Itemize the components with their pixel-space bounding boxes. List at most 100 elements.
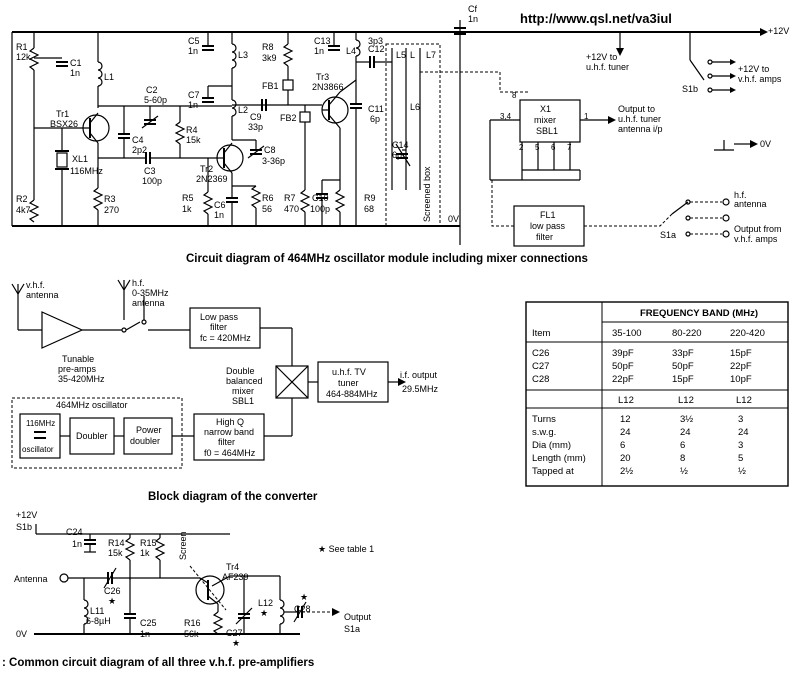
label-preamp-ground: 0V [16,629,27,639]
label-C12: C12 [368,44,385,54]
table-cell: 15pF [730,348,752,359]
label-C26-star: ★ [108,596,116,606]
low-pass-filter-box [189,307,261,349]
resistor-R2 [28,199,40,223]
resistor-R5 [202,191,214,215]
resistor-R7 [299,189,311,213]
label-C4-value: 2p2 [132,145,147,155]
caption-block: Block diagram of the converter [148,491,318,503]
label-L5: L5 [396,50,406,60]
label-Tr3-type: 2N3866 [312,82,344,92]
label-R16: R16 [184,618,201,628]
tuner-supply-arrow [616,48,624,56]
label-C3-value: 100p [142,176,162,186]
table-cell: Tapped at [532,466,574,477]
label-preamps-b: pre-amps [58,364,97,374]
filter-FL1 [513,205,585,247]
supply-label: +12V [768,26,789,36]
arrow [730,73,736,79]
label-R7-value: 470 [284,204,299,214]
label-C28: C28 [294,604,311,614]
label-tuner-a: u.h.f. TV [332,367,366,377]
switch-contact [707,73,713,79]
label-ground: 0V [448,214,459,224]
label-bpf-d: f0 = 464MHz [204,448,256,458]
label-L1: L1 [104,72,114,82]
table-cell: 39pF [612,348,634,359]
trimmer-arrow [141,115,159,129]
label-output-c: antenna i/p [618,124,663,134]
table-cell: Length (mm) [532,453,586,464]
label-vhf-output-b: v.h.f. amps [734,234,778,244]
wire [339,79,357,93]
label-FB2: FB2 [280,113,297,123]
table-border [525,301,789,487]
label-L6: L6 [410,102,420,112]
tr1-emitter [89,132,99,144]
label-0V: 0V [760,139,771,149]
label-xtal-b: oscillator [22,445,54,454]
label-R8-value: 3k9 [262,53,277,63]
table-cell: Turns [532,414,556,425]
label-C28-star: ★ [300,592,308,602]
ferrite-bead-FB2 [299,111,311,123]
trimmer-arrow [103,567,117,589]
label-bpf-a: High Q [216,417,244,427]
table-cell: L12 [678,395,694,406]
label-S1a: S1a [660,230,676,240]
table-cell: 33pF [672,348,694,359]
label-C24: C24 [66,527,83,537]
arrow [730,59,736,65]
table-cell: Dia (mm) [532,440,571,451]
ferrite-bead-FB1 [282,79,294,91]
label-C24-value: 1n [72,539,82,549]
label-preamps-a: Tunable [62,354,94,364]
switch-arm [125,321,141,331]
table-cell: 5 [738,453,743,464]
label-vhf-antenna-b: antenna [26,290,59,300]
output-arrow [608,116,616,124]
label-C10: C10 [312,193,329,203]
label-hf-antenna-b: antenna [734,199,767,209]
label-L3: L3 [238,50,248,60]
label-C27-star: ★ [232,638,240,648]
switch-contact [685,231,691,237]
table-cell: 24 [680,427,691,438]
block-diagram: v.h.f. antenna Tunable pre-amps 35-420MH… [11,278,439,469]
connector [722,198,730,206]
table-header-cell: 80-220 [672,328,702,339]
table-cell: 22pF [612,374,634,385]
resistor-R16 [212,611,224,635]
label-C7: C7 [188,90,200,100]
coax-feed [420,71,530,93]
label-X1-type: SBL1 [536,126,558,136]
label-C11-value: 6p [370,114,380,124]
resistor-R9 [334,189,346,213]
label-X1-mixer: mixer [534,115,556,125]
mixer-cross [275,365,309,399]
screen-line [189,565,227,611]
table-title: FREQUENCY BAND (MHz) [640,308,758,319]
tr3-collector [328,91,341,106]
tr4-collector [199,577,209,584]
label-mixer-d: SBL1 [232,396,254,406]
table-cell: C27 [532,361,549,372]
label-power-doubler-b: doubler [130,436,160,446]
vhf-antenna-icon [11,283,25,320]
label-tuner-c: 464-884MHz [326,389,378,399]
antenna-connector [59,573,69,583]
label-C1-value: 1n [70,68,80,78]
label-Tr4-type: AF239 [222,572,249,582]
label-R15: R15 [140,538,157,548]
label-mixer-a: Double [226,366,255,376]
label-screened-box: Screened box [422,166,432,222]
table-cell: C28 [532,374,549,385]
screened-box [385,43,441,227]
label-hf-antenna-a: h.f. [132,278,145,288]
table-cell: L12 [618,395,634,406]
label-C2-value: 5-60p [144,95,167,105]
label-C14-value: 6p [392,150,402,160]
label-Tr3: Tr3 [316,72,329,82]
table-cell: 15pF [672,374,694,385]
label-C13-value: 1n [314,46,324,56]
